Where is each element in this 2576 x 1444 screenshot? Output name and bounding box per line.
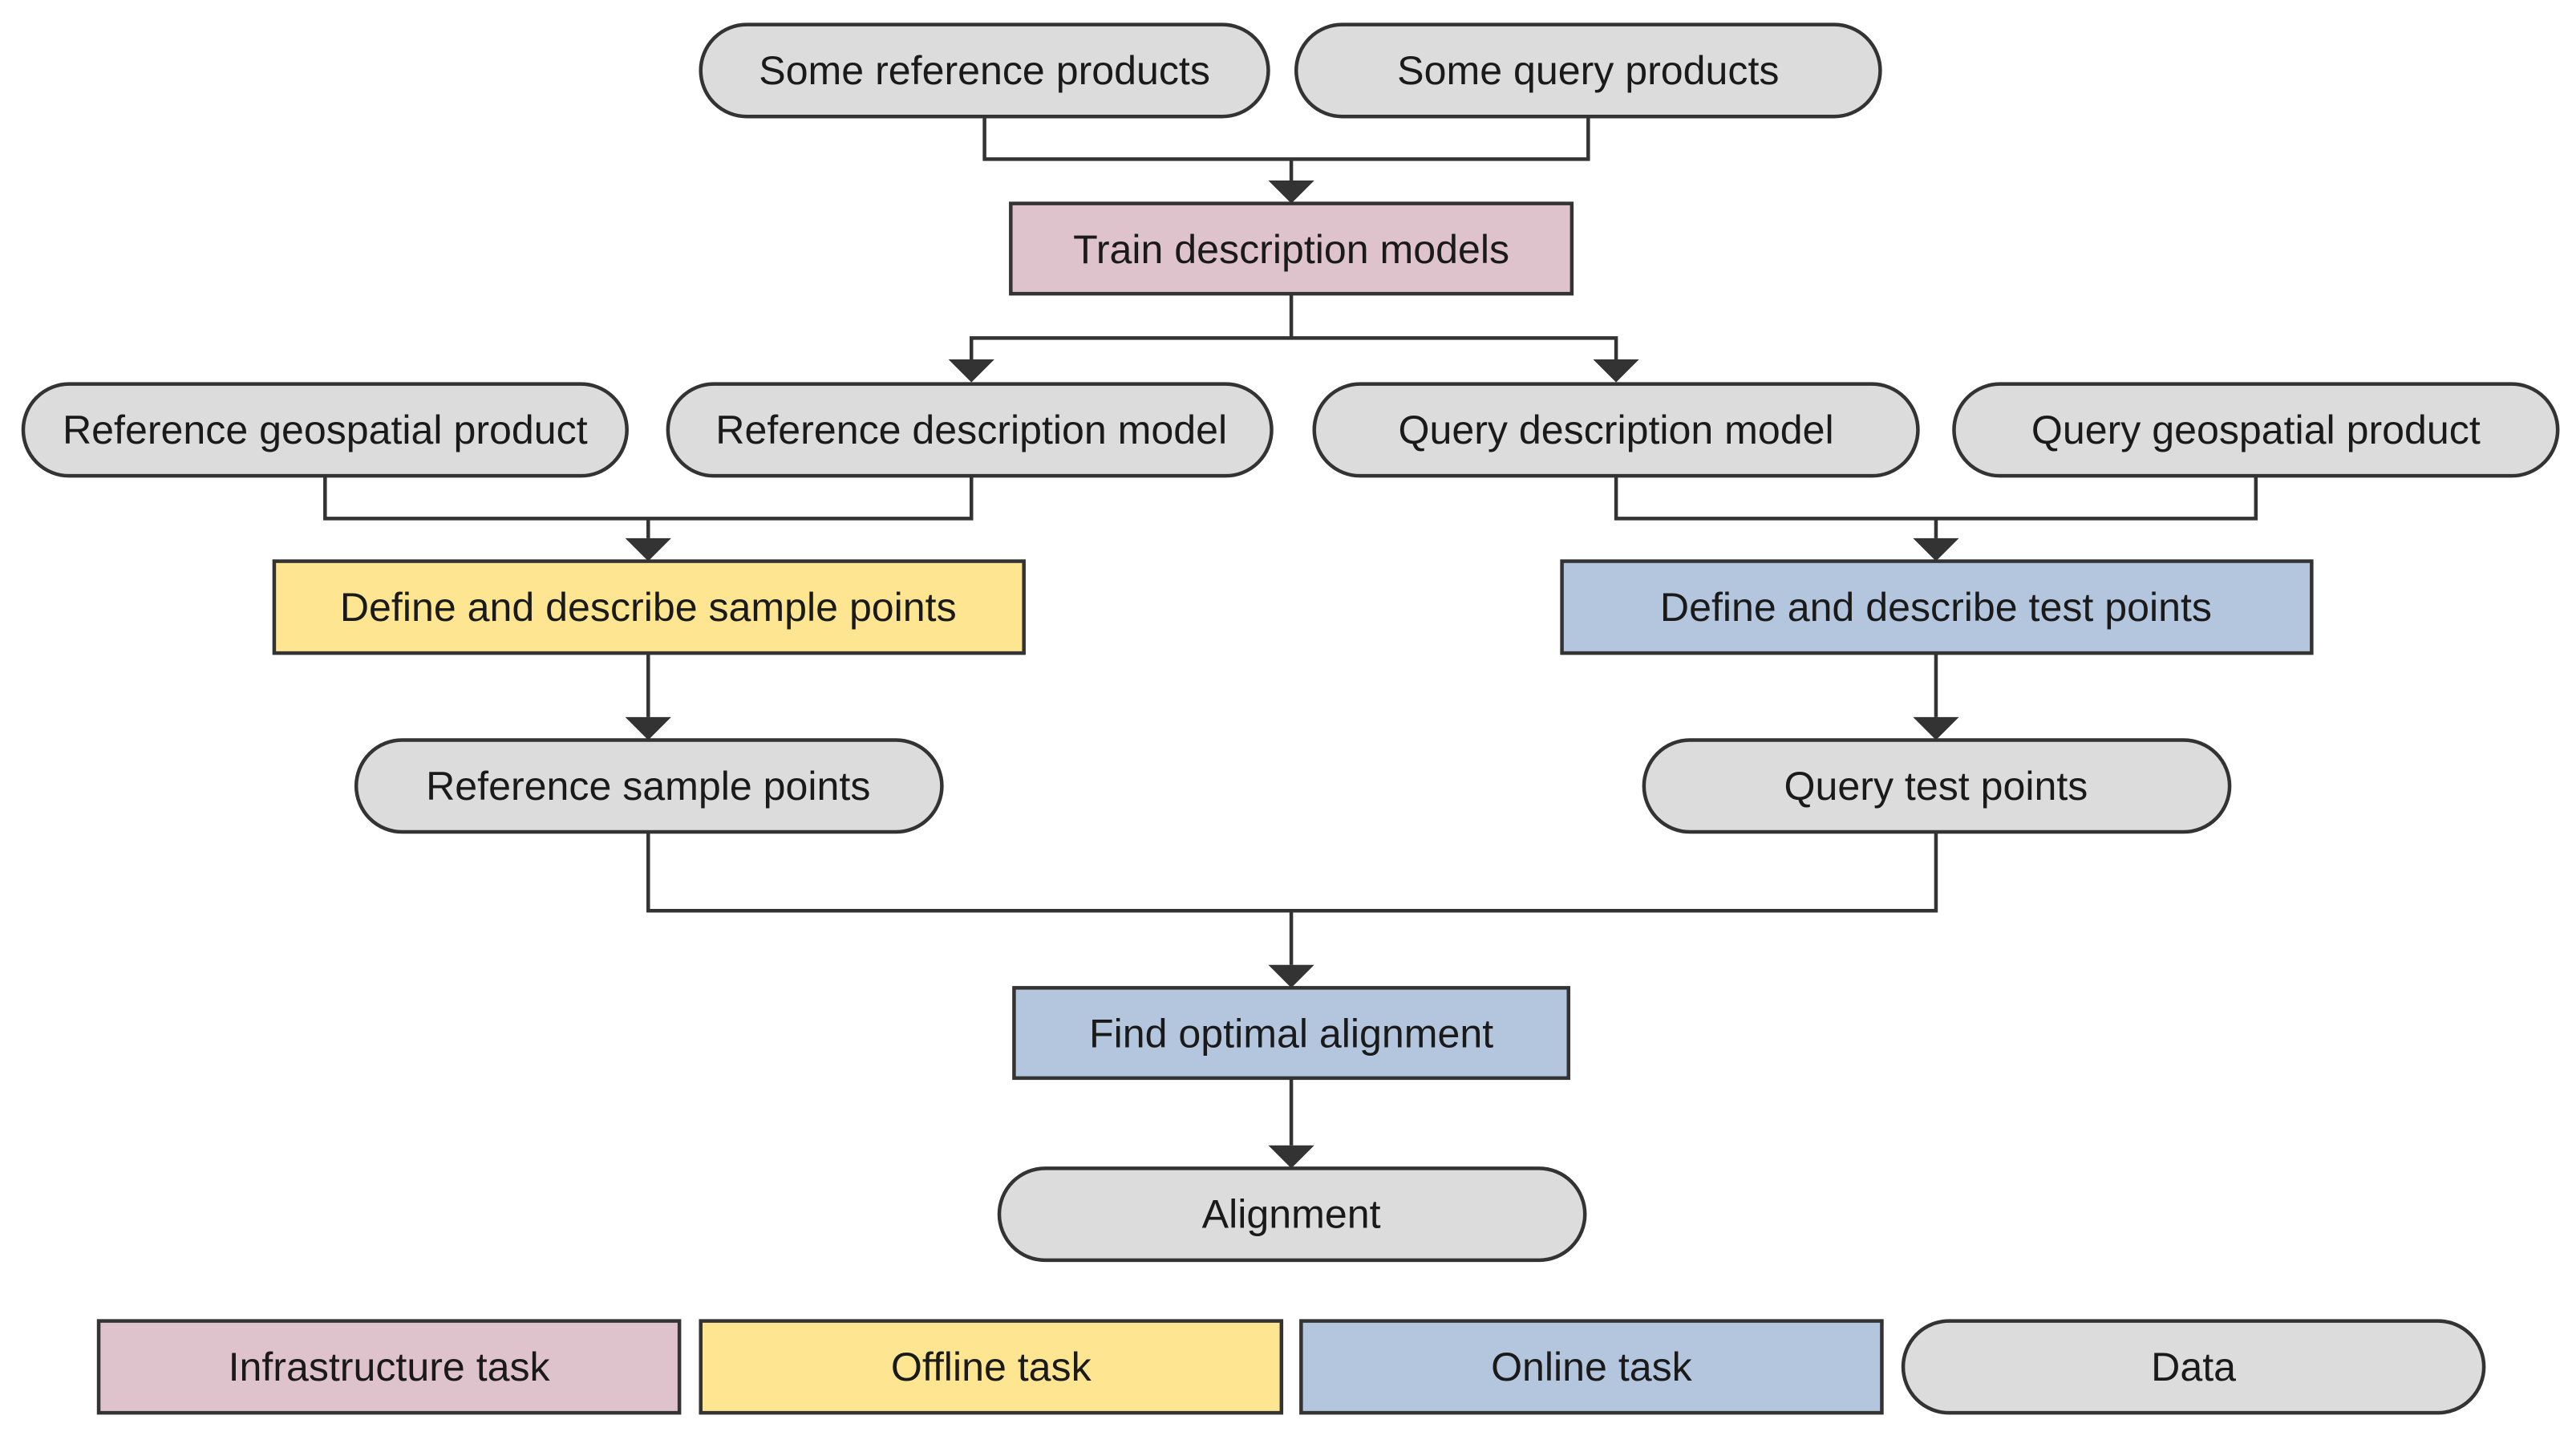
arrowhead-define-test xyxy=(1913,537,1959,562)
legend-swatch xyxy=(1901,1319,2486,1415)
node-query-geospatial-product: Query geospatial product xyxy=(1952,382,2560,478)
legend-label: Infrastructure task xyxy=(229,1345,551,1389)
arrowhead-define-sample xyxy=(625,537,671,562)
node-some-reference-products: Some reference products xyxy=(699,22,1270,119)
node-label: Define and describe sample points xyxy=(340,585,957,630)
node-define-describe-sample-points: Define and describe sample points xyxy=(272,559,1026,655)
data-node-shape xyxy=(1952,382,2560,478)
legend-swatch xyxy=(1299,1319,1884,1415)
node-label: Query test points xyxy=(1784,764,2088,809)
arrowhead-test-points xyxy=(1913,716,1959,740)
node-query-description-model: Query description model xyxy=(1312,382,1920,478)
node-reference-geospatial-product: Reference geospatial product xyxy=(21,382,629,478)
legend-item-online-task: Online task xyxy=(1299,1319,1884,1415)
legend-label: Data xyxy=(2151,1345,2236,1389)
data-node-shape xyxy=(997,1166,1587,1263)
data-node-shape xyxy=(666,382,1274,478)
edge-query-inputs xyxy=(1614,476,2258,521)
node-label: Train description models xyxy=(1073,227,1509,272)
node-label: Query geospatial product xyxy=(2031,408,2481,452)
node-some-query-products: Some query products xyxy=(1294,22,1882,119)
node-label: Some query products xyxy=(1397,48,1779,93)
node-label: Find optimal alignment xyxy=(1089,1012,1493,1057)
edge-points-to-align xyxy=(646,832,1938,913)
online-task-shape xyxy=(1012,986,1571,1081)
arrowhead-sample-points xyxy=(625,716,671,740)
legend-item-offline-task: Offline task xyxy=(699,1319,1284,1415)
node-find-optimal-alignment: Find optimal alignment xyxy=(1012,986,1571,1081)
node-train-description-models: Train description models xyxy=(1009,201,1574,296)
legend: Infrastructure task Offline task Online … xyxy=(96,1319,2486,1415)
arrowhead-ref-model xyxy=(948,359,994,383)
node-label: Define and describe test points xyxy=(1660,585,2212,630)
edge-train-to-models xyxy=(969,336,1618,359)
edge-ref-inputs xyxy=(323,476,974,521)
legend-label: Online task xyxy=(1491,1345,1693,1389)
node-query-test-points: Query test points xyxy=(1642,738,2232,834)
node-label: Reference sample points xyxy=(426,764,870,809)
edges xyxy=(323,116,2258,1169)
infrastructure-task-shape xyxy=(1009,201,1574,296)
data-node-shape xyxy=(1312,382,1920,478)
arrowhead-alignment xyxy=(1268,1145,1314,1169)
node-label: Query description model xyxy=(1399,408,1834,452)
node-label: Alignment xyxy=(1202,1192,1381,1237)
node-label: Reference description model xyxy=(715,408,1227,452)
arrowhead-query-model xyxy=(1593,359,1639,383)
arrowhead-find-alignment xyxy=(1268,964,1314,988)
node-label: Some reference products xyxy=(759,48,1210,93)
nodes: Some reference products Some query produ… xyxy=(21,22,2560,1263)
node-reference-sample-points: Reference sample points xyxy=(354,738,944,834)
node-label: Reference geospatial product xyxy=(63,408,588,452)
legend-item-data: Data xyxy=(1901,1319,2486,1415)
data-node-shape xyxy=(21,382,629,478)
arrowhead-train xyxy=(1268,180,1314,204)
edge-products-to-train xyxy=(982,116,1590,161)
data-node-shape xyxy=(1642,738,2232,834)
legend-swatch xyxy=(699,1319,1284,1415)
node-alignment: Alignment xyxy=(997,1166,1587,1263)
node-define-describe-test-points: Define and describe test points xyxy=(1560,559,2314,655)
node-reference-description-model: Reference description model xyxy=(666,382,1274,478)
online-task-shape xyxy=(1560,559,2314,655)
legend-swatch xyxy=(96,1319,682,1415)
legend-label: Offline task xyxy=(891,1345,1092,1389)
data-node-shape xyxy=(1294,22,1882,119)
offline-task-shape xyxy=(272,559,1026,655)
legend-item-infrastructure-task: Infrastructure task xyxy=(96,1319,682,1415)
data-node-shape xyxy=(354,738,944,834)
data-node-shape xyxy=(699,22,1270,119)
